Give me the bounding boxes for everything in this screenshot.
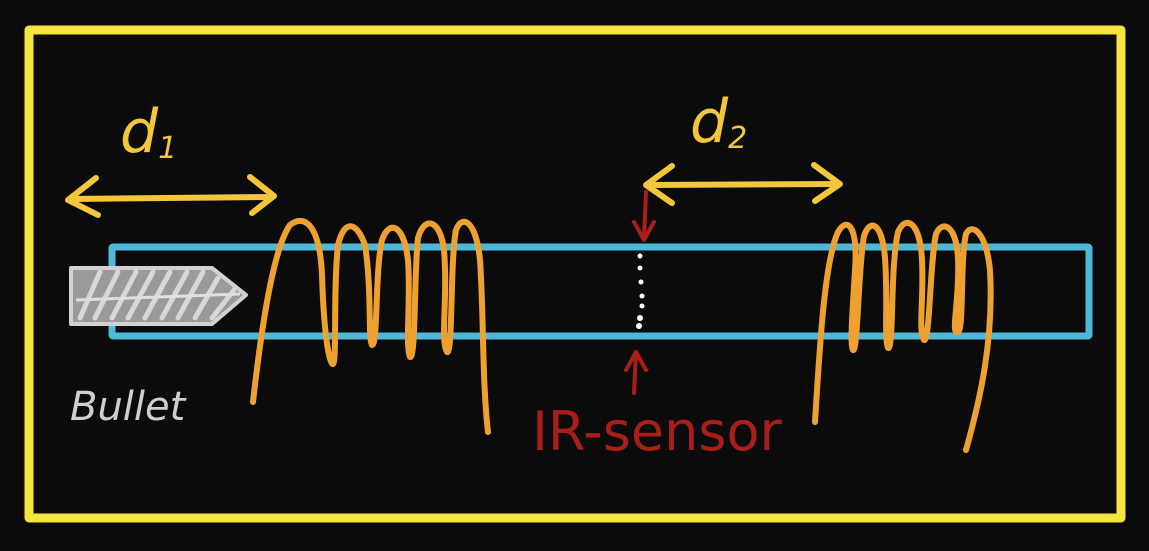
d1-label: d1: [120, 97, 177, 167]
sensor-arrow-top: [632, 190, 656, 242]
d2-arrow: [643, 162, 843, 206]
bullet: [69, 266, 248, 326]
d1-arrow: [65, 174, 277, 218]
sensor-arrow-bottom: [624, 350, 648, 395]
sensor-label: IR-sensor: [532, 400, 782, 463]
left-coil: [250, 217, 491, 435]
bullet-label: Bullet: [70, 384, 187, 430]
frame-border: [24, 25, 1126, 523]
right-coil: [812, 219, 994, 453]
ir-beam: [636, 253, 645, 329]
d2-label: d2: [690, 87, 747, 157]
